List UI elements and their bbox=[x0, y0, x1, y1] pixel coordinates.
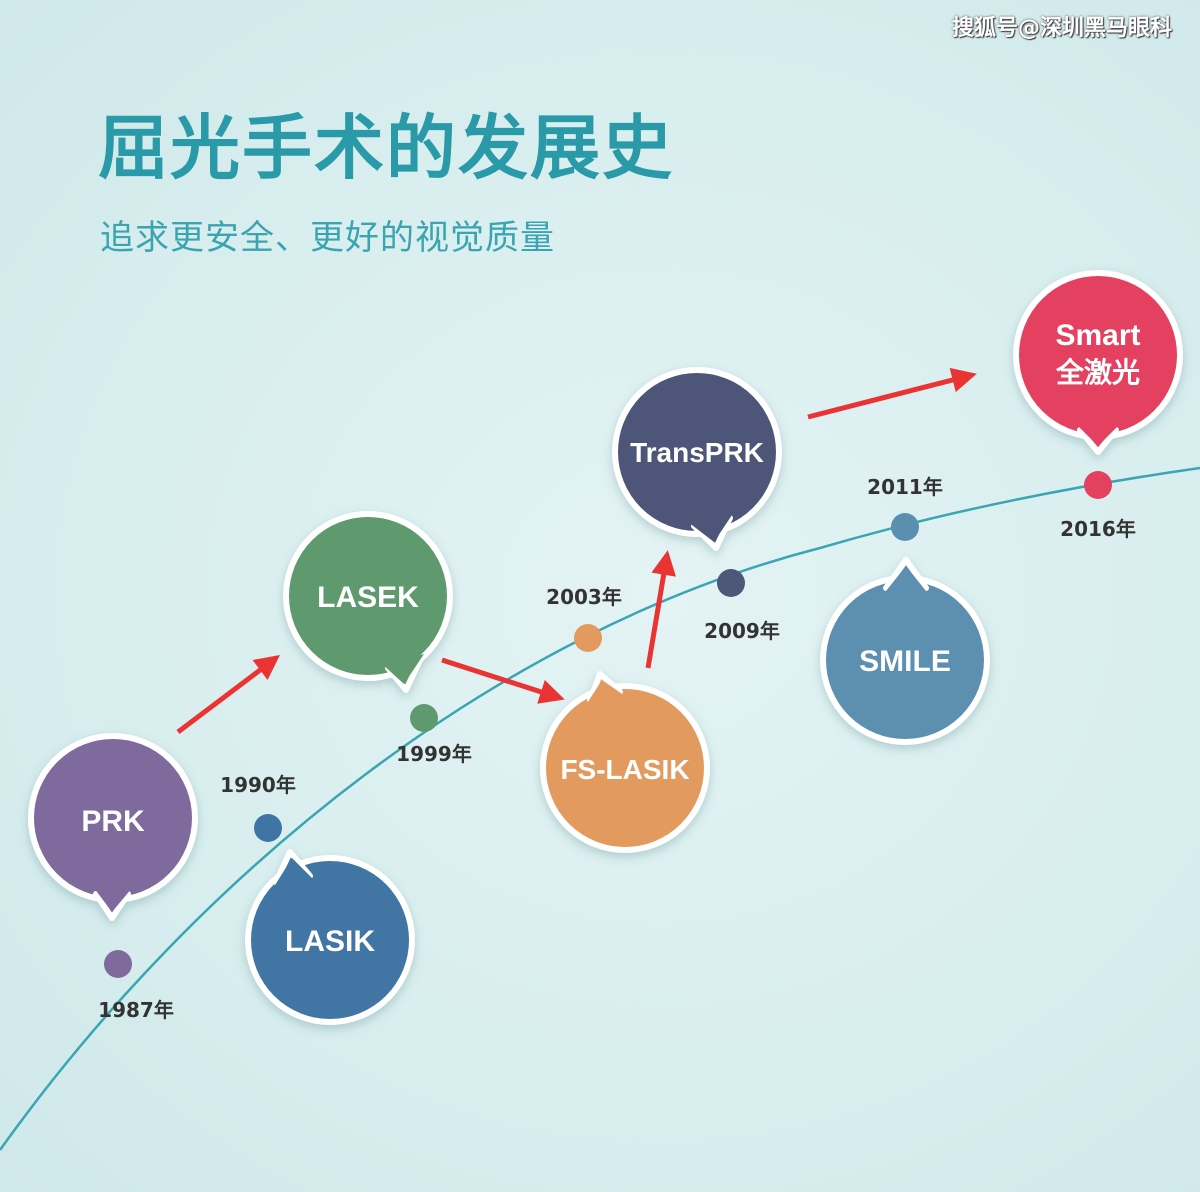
label-transprk: TransPRK bbox=[630, 437, 764, 468]
page-title: 屈光手术的发展史 bbox=[98, 107, 674, 189]
bubble-smart bbox=[1013, 270, 1183, 455]
milestone-lasek: LASEK 1999年 bbox=[283, 511, 472, 766]
page-subtitle: 追求更安全、更好的视觉质量 bbox=[100, 218, 555, 258]
year-2011: 2011年 bbox=[867, 475, 943, 499]
dot-2003 bbox=[574, 624, 602, 652]
bubble-transprk bbox=[612, 367, 782, 551]
arrow-transprk-to-smart bbox=[807, 367, 977, 420]
bubble-smile bbox=[820, 557, 990, 745]
label-lasek: LASEK bbox=[317, 581, 419, 614]
bubble-prk bbox=[28, 733, 198, 921]
label-smart-line2: 全激光 bbox=[1055, 356, 1140, 389]
bubble-lasek bbox=[283, 511, 453, 693]
milestone-smart: Smart 全激光 2016年 bbox=[1013, 270, 1183, 541]
dot-2016 bbox=[1084, 471, 1112, 499]
milestone-lasik: LASIK 1990年 bbox=[220, 773, 415, 1025]
dot-2011 bbox=[891, 513, 919, 541]
dot-1990 bbox=[254, 814, 282, 842]
year-1999: 1999年 bbox=[396, 742, 472, 766]
arrow-fslasik-to-transprk bbox=[645, 550, 677, 669]
label-lasik: LASIK bbox=[285, 925, 375, 958]
year-1990: 1990年 bbox=[220, 773, 296, 797]
dot-2009 bbox=[717, 569, 745, 597]
milestone-smile: SMILE 2011年 bbox=[820, 475, 990, 745]
label-fslasik: FS-LASIK bbox=[560, 754, 689, 785]
arrow-prk-to-lasek bbox=[176, 654, 280, 734]
label-smart: Smart bbox=[1055, 319, 1140, 352]
milestone-transprk: TransPRK 2009年 bbox=[612, 367, 782, 643]
arrow-lasek-to-fslasik bbox=[441, 657, 565, 704]
bubble-lasik bbox=[245, 849, 415, 1025]
milestone-fslasik: FS-LASIK 2003年 bbox=[540, 585, 710, 853]
year-2009: 2009年 bbox=[704, 619, 780, 643]
milestone-prk: PRK 1987年 bbox=[28, 733, 198, 1022]
dot-1987 bbox=[104, 950, 132, 978]
label-smile: SMILE bbox=[859, 645, 951, 678]
label-prk: PRK bbox=[81, 805, 145, 838]
watermark: 搜狐号@深圳黑马眼科 bbox=[951, 16, 1172, 41]
year-2003: 2003年 bbox=[546, 585, 622, 609]
year-2016: 2016年 bbox=[1060, 517, 1136, 541]
year-1987: 1987年 bbox=[98, 998, 174, 1022]
bubble-fslasik bbox=[540, 671, 710, 853]
dot-1999 bbox=[410, 704, 438, 732]
timeline-curve bbox=[0, 466, 1200, 1151]
